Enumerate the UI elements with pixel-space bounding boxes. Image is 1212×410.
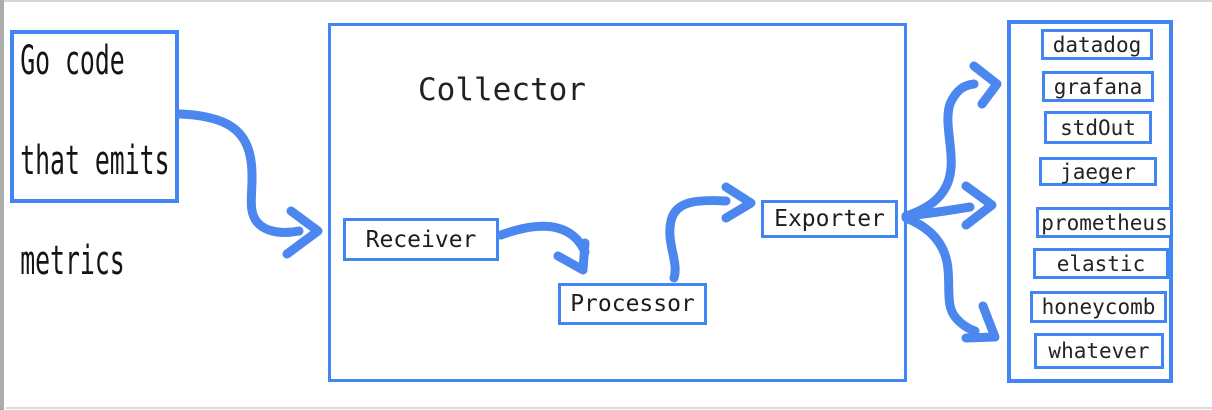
destination-label: grafana [1053,74,1143,99]
destination-prometheus[interactable]: prometheus [1036,207,1173,238]
processor-box[interactable]: Processor [558,283,707,325]
source-line-3: metrics [20,238,125,284]
destination-label: datadog [1052,32,1142,57]
receiver-box[interactable]: Receiver [343,218,499,261]
destination-label: honeycomb [1041,295,1156,319]
exporter-box[interactable]: Exporter [761,200,898,238]
destination-jaeger[interactable]: jaeger [1039,157,1157,186]
source-line-2: that emits [20,138,170,184]
destination-elastic[interactable]: elastic [1033,248,1169,279]
arrow-source-to-collector[interactable] [175,109,323,259]
source-code-box[interactable]: Go code that emits metrics [10,30,179,284]
arrow-exporter-fanout-middle[interactable] [901,181,997,230]
destination-stdout[interactable]: stdOut [1044,111,1152,144]
destination-datadog[interactable]: datadog [1041,29,1153,60]
source-line-1: Go code [20,38,125,84]
collector-title: Collector [418,72,586,108]
processor-label: Processor [570,291,695,317]
destination-label: elastic [1056,251,1146,276]
destination-whatever[interactable]: whatever [1034,333,1164,369]
destination-label: prometheus [1041,210,1168,235]
destination-grafana[interactable]: grafana [1042,71,1154,102]
canvas-top-edge [4,0,1212,2]
source-code-text: Go code that emits metrics [14,34,170,286]
canvas-left-edge [0,0,4,410]
receiver-label: Receiver [365,226,477,253]
destination-honeycomb[interactable]: honeycomb [1030,291,1167,323]
destination-label: stdOut [1060,115,1136,140]
canvas-bottom-edge [6,407,1212,409]
destinations-box[interactable]: datadog grafana stdOut jaeger prometheus… [1007,20,1173,383]
destination-label: whatever [1048,339,1150,363]
arrow-exporter-fanout-bottom[interactable] [901,213,1000,343]
arrow-exporter-fanout-top[interactable] [901,61,1002,221]
exporter-label: Exporter [774,206,885,232]
destination-label: jaeger [1060,159,1136,184]
